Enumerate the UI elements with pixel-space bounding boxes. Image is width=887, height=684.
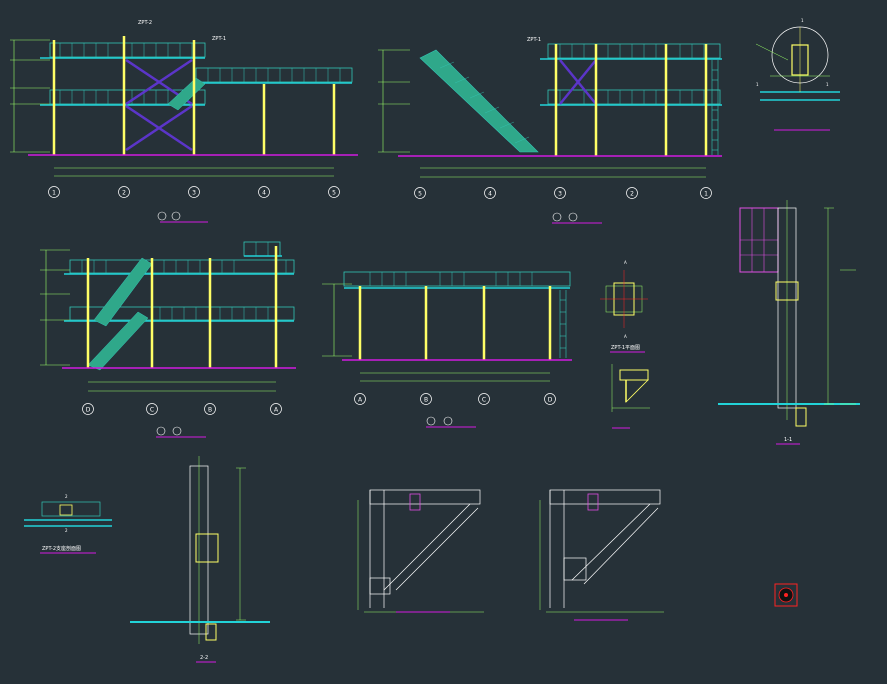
zpt1-plan: A A ZPT-1平面图 (600, 260, 648, 353)
e2-axis-1: 1 (704, 191, 708, 198)
e4-view-title (426, 416, 476, 428)
e2-right-ladder (711, 60, 719, 155)
e1-top-railing (49, 42, 206, 58)
e1-right-railing (195, 67, 353, 83)
zpt1-plan-title: ZPT-1平面图 (611, 345, 640, 351)
e1-tag-right: ZPT-1 (212, 36, 226, 42)
red-insert-icon (774, 583, 798, 607)
e2-axis-5: 5 (418, 191, 422, 198)
detail-1-circle: 1 1 1 (755, 18, 840, 131)
e4-horizontal-dims (360, 372, 550, 382)
e4-ladder (559, 290, 567, 358)
e2-view-title (552, 212, 602, 224)
aa-section (611, 364, 650, 429)
s11-title: 1-1 (784, 437, 792, 443)
e1-axis-1: 1 (52, 190, 56, 197)
d11-marker: 1 (801, 18, 804, 23)
e2-beams (540, 58, 722, 106)
e3-axis-A: A (274, 407, 279, 414)
e3-level-dims (40, 249, 70, 366)
zpt2-title: ZPT-2支座剖面图 (42, 545, 81, 552)
e4-axis-C: C (482, 397, 486, 404)
e2-tag-top: ZPT-1 (527, 37, 541, 43)
zpt1-section-A-top: A (624, 260, 627, 265)
axis-marker-circle-1 (48, 186, 60, 198)
s11-panel-grid (740, 208, 778, 272)
e1-axis-3: 3 (192, 190, 196, 197)
e3-mid-railing (69, 306, 295, 321)
e4-railing (343, 271, 571, 287)
e2-axis-4: 4 (488, 191, 492, 198)
e2-axis-3: 3 (558, 191, 562, 198)
e4-axis-A: A (358, 397, 363, 404)
e1-horizontal-dims (54, 167, 334, 177)
e1-columns (52, 36, 336, 155)
e3-horizontal-dims (88, 381, 276, 392)
section-1-1: 1-1 (718, 200, 860, 445)
axis-marker-circle-5 (328, 186, 340, 198)
e4-axis-markers (354, 393, 556, 405)
zpt2-number: 2 (65, 494, 68, 499)
e2-mid-railing-posts (559, 90, 705, 104)
elevation-D-A: D C B A (40, 241, 296, 438)
e2-axis-markers (414, 187, 712, 199)
e1-axis-4: 4 (262, 190, 266, 197)
e2-level-dims (378, 49, 410, 153)
e3-axis-B: B (208, 407, 212, 414)
s22-title: 2-2 (200, 655, 208, 661)
e3-axis-D: D (86, 407, 91, 414)
e2-stair (419, 49, 539, 153)
d11-right-cut: 1 (826, 82, 829, 87)
zpt2-number-b: 2 (65, 528, 68, 533)
e4-axis-D: D (548, 397, 553, 404)
e2-axis-2: 2 (630, 191, 634, 198)
e3-columns (86, 246, 278, 368)
e1-right-railing-posts (207, 68, 341, 82)
e1-axis-markers (48, 186, 340, 198)
e1-axis-5: 5 (332, 190, 336, 197)
e3-top-railing-posts (81, 242, 287, 273)
e1-stair (167, 77, 206, 111)
d11-left-cut: 1 (756, 82, 759, 87)
e1-axis-2: 2 (122, 190, 126, 197)
e4-railing-posts (369, 272, 533, 286)
bracket-detail-1 (357, 489, 484, 613)
e2-stair-treads (439, 61, 530, 144)
e2-mid-railing (547, 89, 721, 105)
axis-marker-circle-2 (118, 186, 130, 198)
elevation-5-1: 5 4 3 2 1 ZPT-1 (378, 37, 722, 224)
elevation-1-5: 1 2 3 4 5 ZPT-2 ZPT-1 (10, 20, 358, 223)
e4-axis-B: B (424, 397, 428, 404)
elevation-A-D: A B C D (322, 271, 572, 428)
e2-columns (554, 44, 708, 156)
e1-level-dims (10, 39, 50, 153)
e2-top-railing (547, 43, 721, 59)
e4-level-dims (322, 283, 352, 357)
e3-axis-C: C (150, 407, 154, 414)
e1-view-title (157, 211, 208, 223)
e2-bracing (559, 59, 597, 105)
e3-upper-railing (243, 241, 281, 257)
e1-mid-railing-posts (59, 90, 169, 104)
zpt2-detail: 2 2 ZPT-2支座剖面图 (24, 494, 112, 554)
e4-columns (358, 286, 552, 360)
e1-top-railing-posts (59, 43, 193, 57)
e3-view-title (156, 426, 206, 438)
bracket-detail-2 (539, 489, 664, 621)
e3-mid-railing-posts (159, 307, 269, 320)
axis-marker-circle-4 (258, 186, 270, 198)
e2-top-railing-posts (559, 44, 705, 58)
zpt1-section-A-bottom: A (624, 334, 627, 339)
section-2-2: 2-2 (130, 456, 270, 663)
e3-axis-markers (82, 403, 282, 415)
e3-beams (64, 255, 294, 322)
axis-marker-circle-3 (188, 186, 200, 198)
e3-top-railing (69, 259, 295, 274)
e1-tag-top: ZPT-2 (138, 20, 152, 26)
e2-horizontal-dims (420, 167, 706, 178)
